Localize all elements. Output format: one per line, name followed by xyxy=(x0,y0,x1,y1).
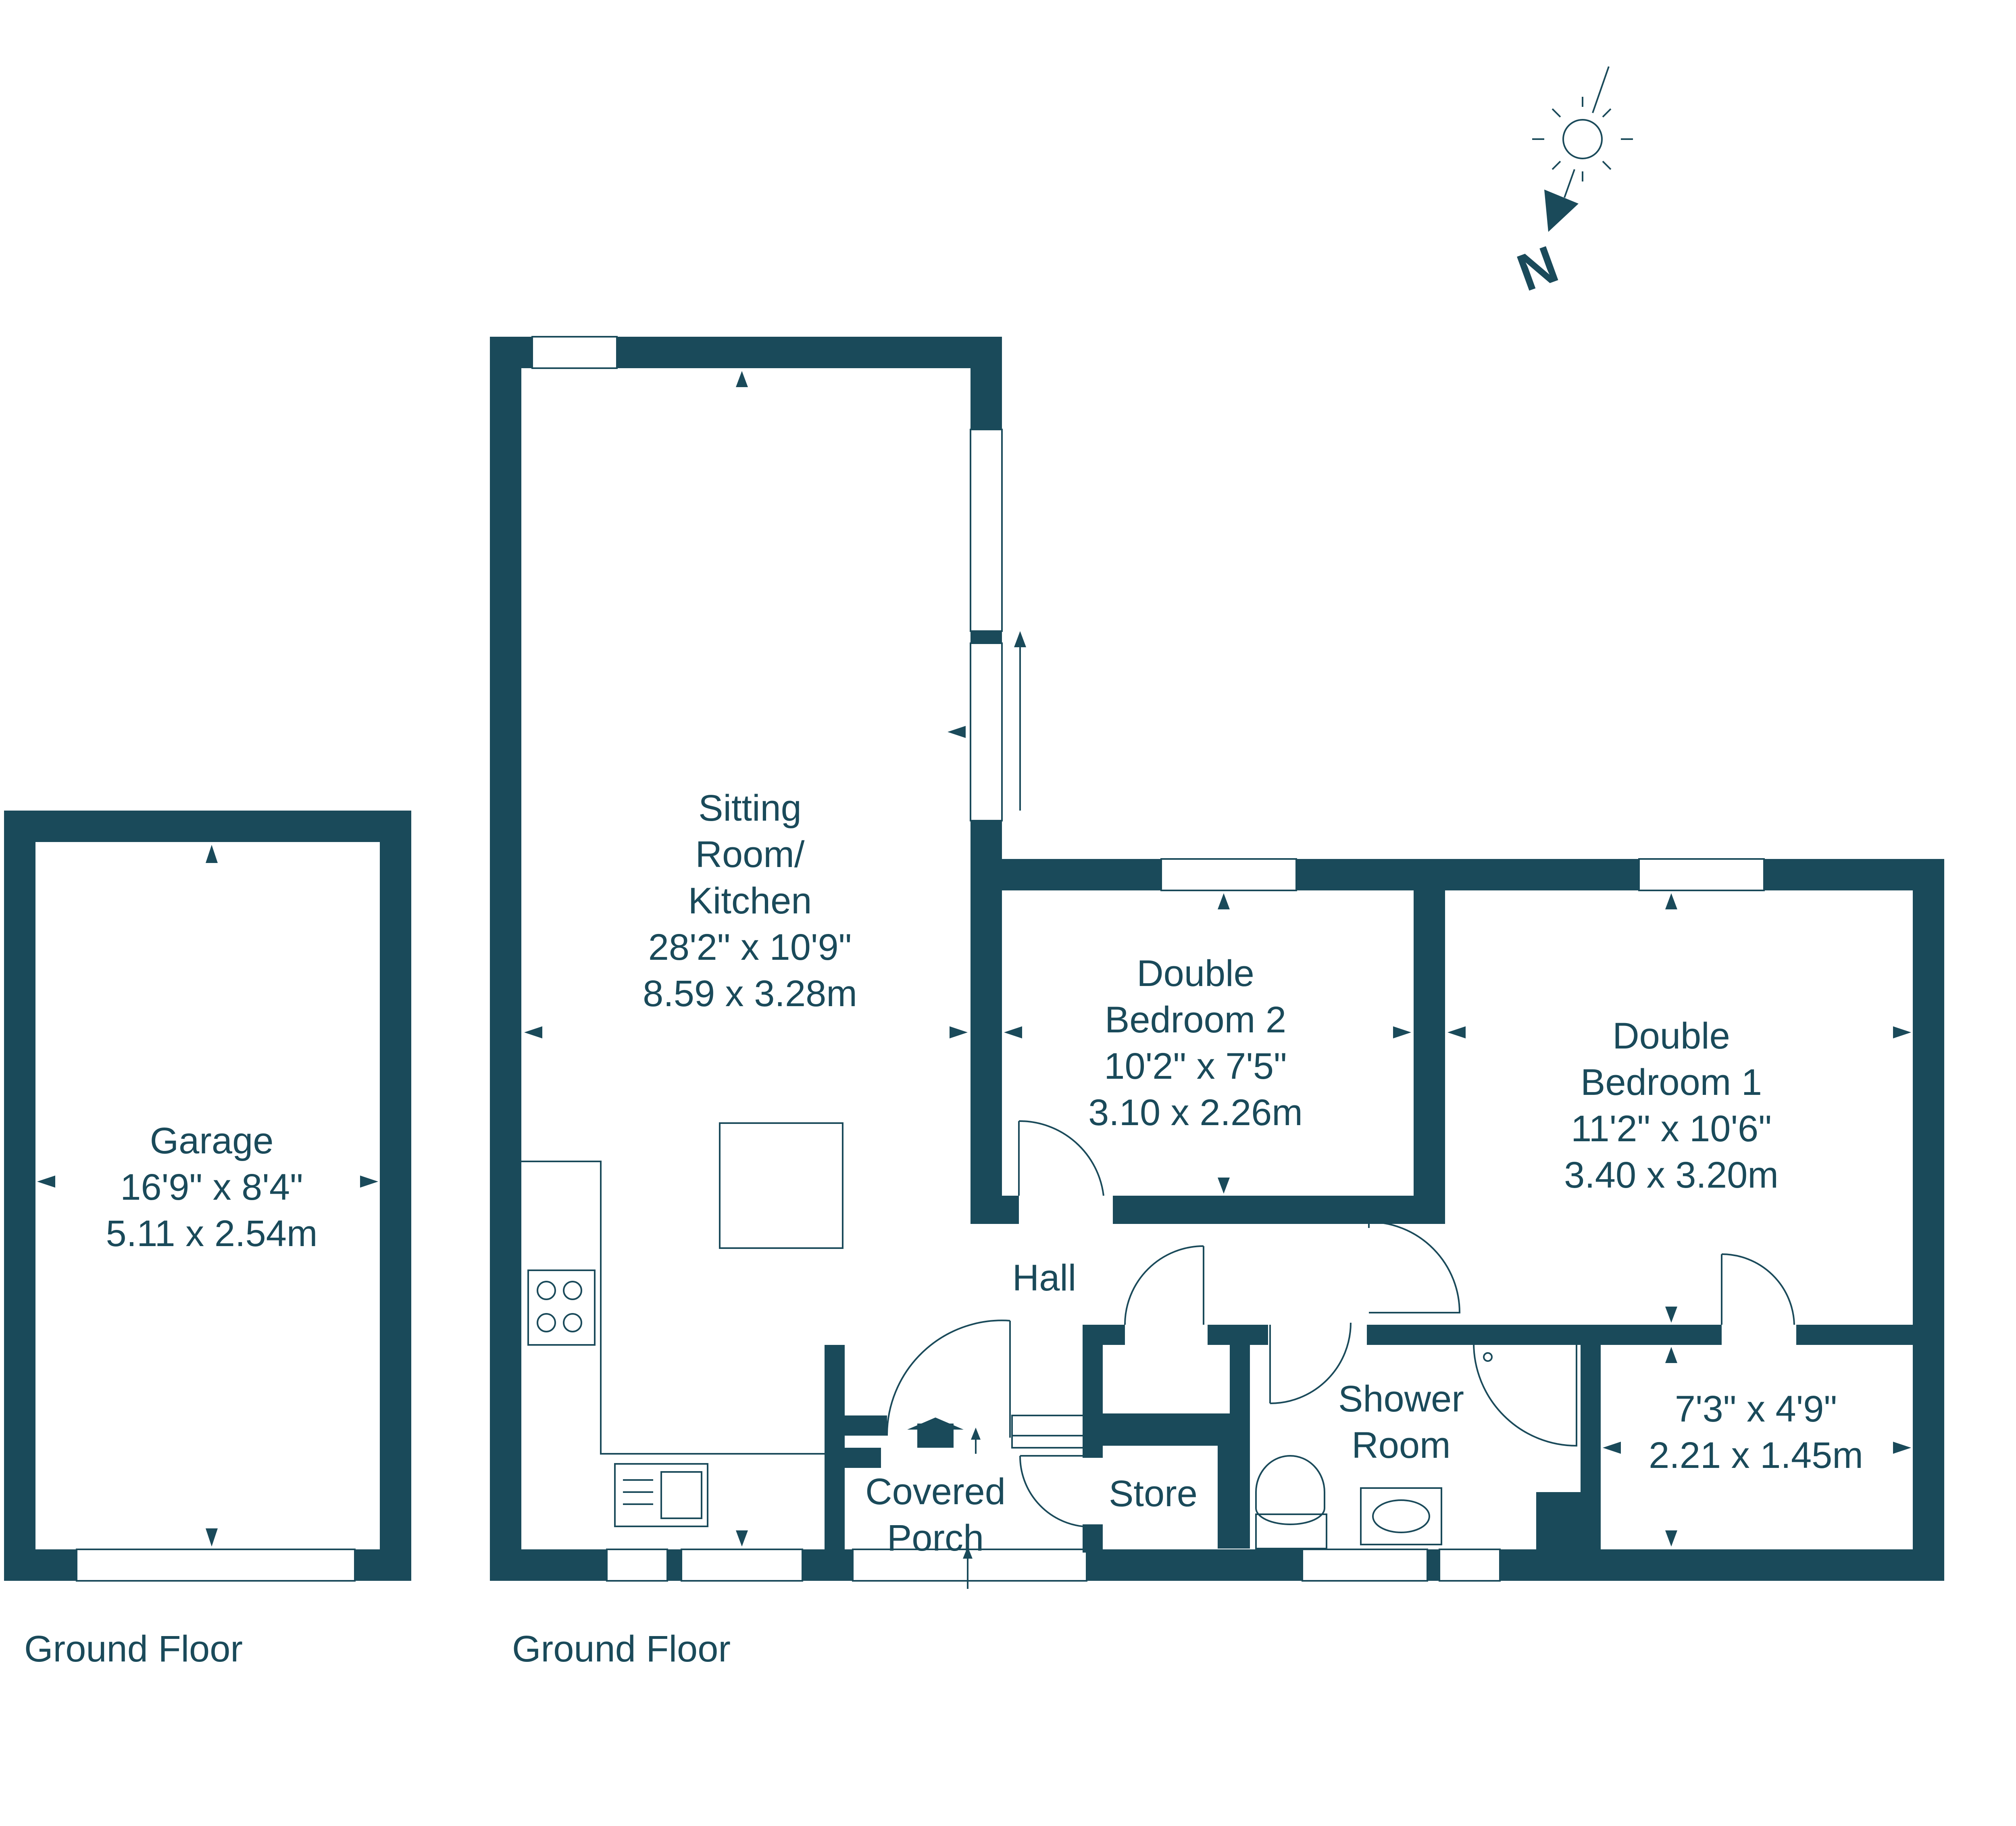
floor-label-right: Ground Floor xyxy=(512,1628,731,1670)
porch-name-2: Porch xyxy=(887,1517,984,1559)
garage-name: Garage xyxy=(150,1120,274,1161)
shower-name-1: Shower xyxy=(1338,1378,1464,1420)
garage-dimension-arrows xyxy=(37,845,378,1547)
small-room-size-metric: 2.21 x 1.45m xyxy=(1649,1435,1863,1476)
house-walls xyxy=(490,336,1944,1582)
sitting-size-metric: 8.59 x 3.28m xyxy=(643,973,857,1014)
bedroom2-name-1: Double xyxy=(1137,953,1254,994)
garage-size-imperial: 16'9" x 8'4" xyxy=(120,1167,303,1208)
bedroom2-name-2: Bedroom 2 xyxy=(1105,999,1286,1040)
room-dimension-arrows xyxy=(524,371,1911,1589)
garage-label: Garage 16'9" x 8'4" 5.11 x 2.54m xyxy=(106,1120,317,1254)
bedroom1-label: Double Bedroom 1 11'2" x 10'6" 3.40 x 3.… xyxy=(1564,1015,1779,1196)
sitting-name-1: Sitting xyxy=(698,788,802,829)
garage-size-metric: 5.11 x 2.54m xyxy=(106,1213,317,1254)
bedroom1-name-1: Double xyxy=(1612,1015,1730,1057)
sitting-name-2: Room/ xyxy=(696,834,805,875)
doors xyxy=(886,1120,1795,1527)
shower-label: Shower Room xyxy=(1338,1378,1464,1466)
kitchen-fixtures xyxy=(521,1122,843,1527)
small-room-size-imperial: 7'3" x 4'9" xyxy=(1675,1388,1837,1430)
small-room-label: 7'3" x 4'9" 2.21 x 1.45m xyxy=(1649,1388,1863,1476)
floor-label-left: Ground Floor xyxy=(24,1628,243,1670)
sitting-size-imperial: 28'2" x 10'9" xyxy=(648,927,852,968)
hall-label: Hall xyxy=(1012,1257,1076,1299)
bedroom2-label: Double Bedroom 2 10'2" x 7'5" 3.10 x 2.2… xyxy=(1088,953,1303,1133)
sitting-room-label: Sitting Room/ Kitchen 28'2" x 10'9" 8.59… xyxy=(643,788,857,1014)
bedroom1-size-metric: 3.40 x 3.20m xyxy=(1564,1155,1779,1196)
shower-name-2: Room xyxy=(1352,1425,1450,1466)
porch-label: Covered Porch xyxy=(865,1471,1006,1559)
store-label: Store xyxy=(1109,1473,1198,1514)
porch-name-1: Covered xyxy=(865,1471,1006,1512)
bedroom2-size-imperial: 10'2" x 7'5" xyxy=(1104,1046,1287,1087)
bedroom1-size-imperial: 11'2" x 10'6" xyxy=(1571,1108,1772,1149)
compass-icon: N xyxy=(1510,66,1633,302)
compass-label: N xyxy=(1510,234,1565,302)
garage-walls xyxy=(4,811,411,1582)
bedroom1-name-2: Bedroom 1 xyxy=(1581,1062,1762,1103)
bedroom2-size-metric: 3.10 x 2.26m xyxy=(1088,1092,1303,1133)
sitting-name-3: Kitchen xyxy=(688,880,812,921)
shower-fixtures xyxy=(1255,1342,1577,1549)
